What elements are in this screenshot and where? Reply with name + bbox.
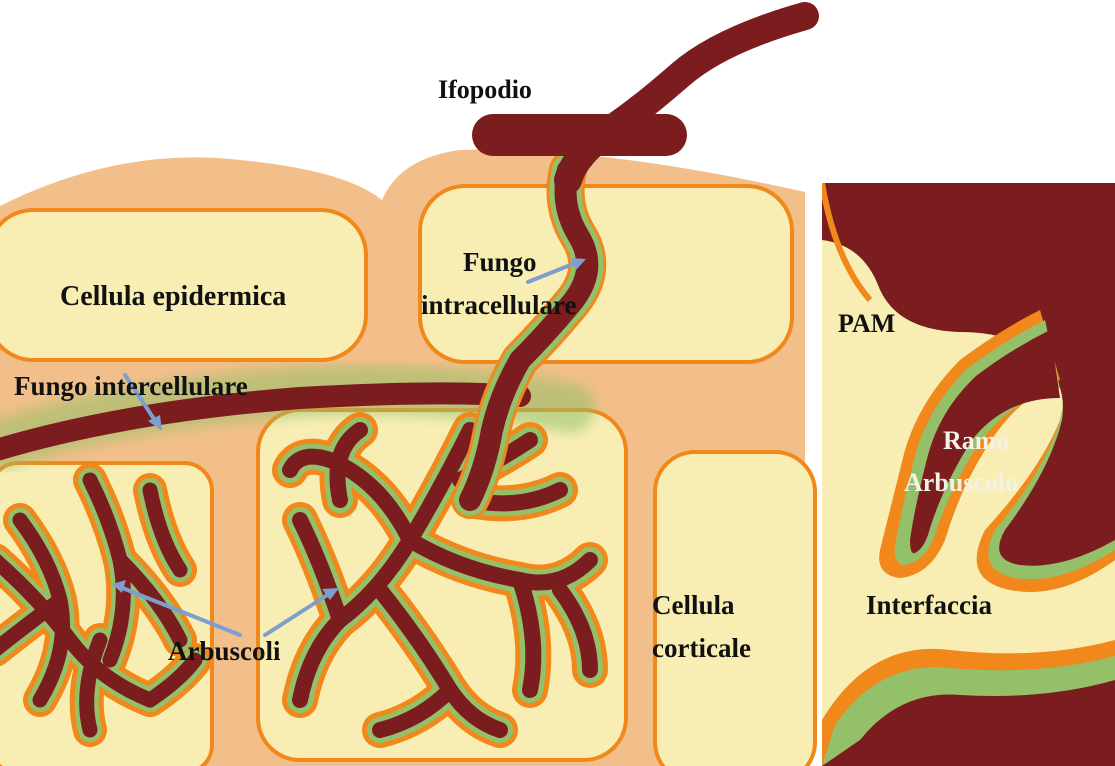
label-arbuscules: Arbuscoli <box>168 636 281 666</box>
label-branch-1: Ramo <box>943 426 1009 455</box>
label-intracellular-fungus-1: Fungo <box>463 247 537 277</box>
label-epidermal-cell: Cellula epidermica <box>60 281 286 312</box>
label-branch-2: Arbuscolo <box>904 468 1018 497</box>
label-intercellular-fungus: Fungo intercellulare <box>14 371 248 401</box>
label-hyphopodium: Ifopodio <box>438 75 532 104</box>
label-cortical-cell-2: corticale <box>652 633 751 663</box>
label-intracellular-fungus-2: intracellulare <box>421 290 576 320</box>
label-pam: PAM <box>838 309 895 338</box>
hyphopodium <box>472 114 687 156</box>
label-cortical-cell-1: Cellula <box>652 590 735 620</box>
label-interface: Interfaccia <box>866 590 992 620</box>
